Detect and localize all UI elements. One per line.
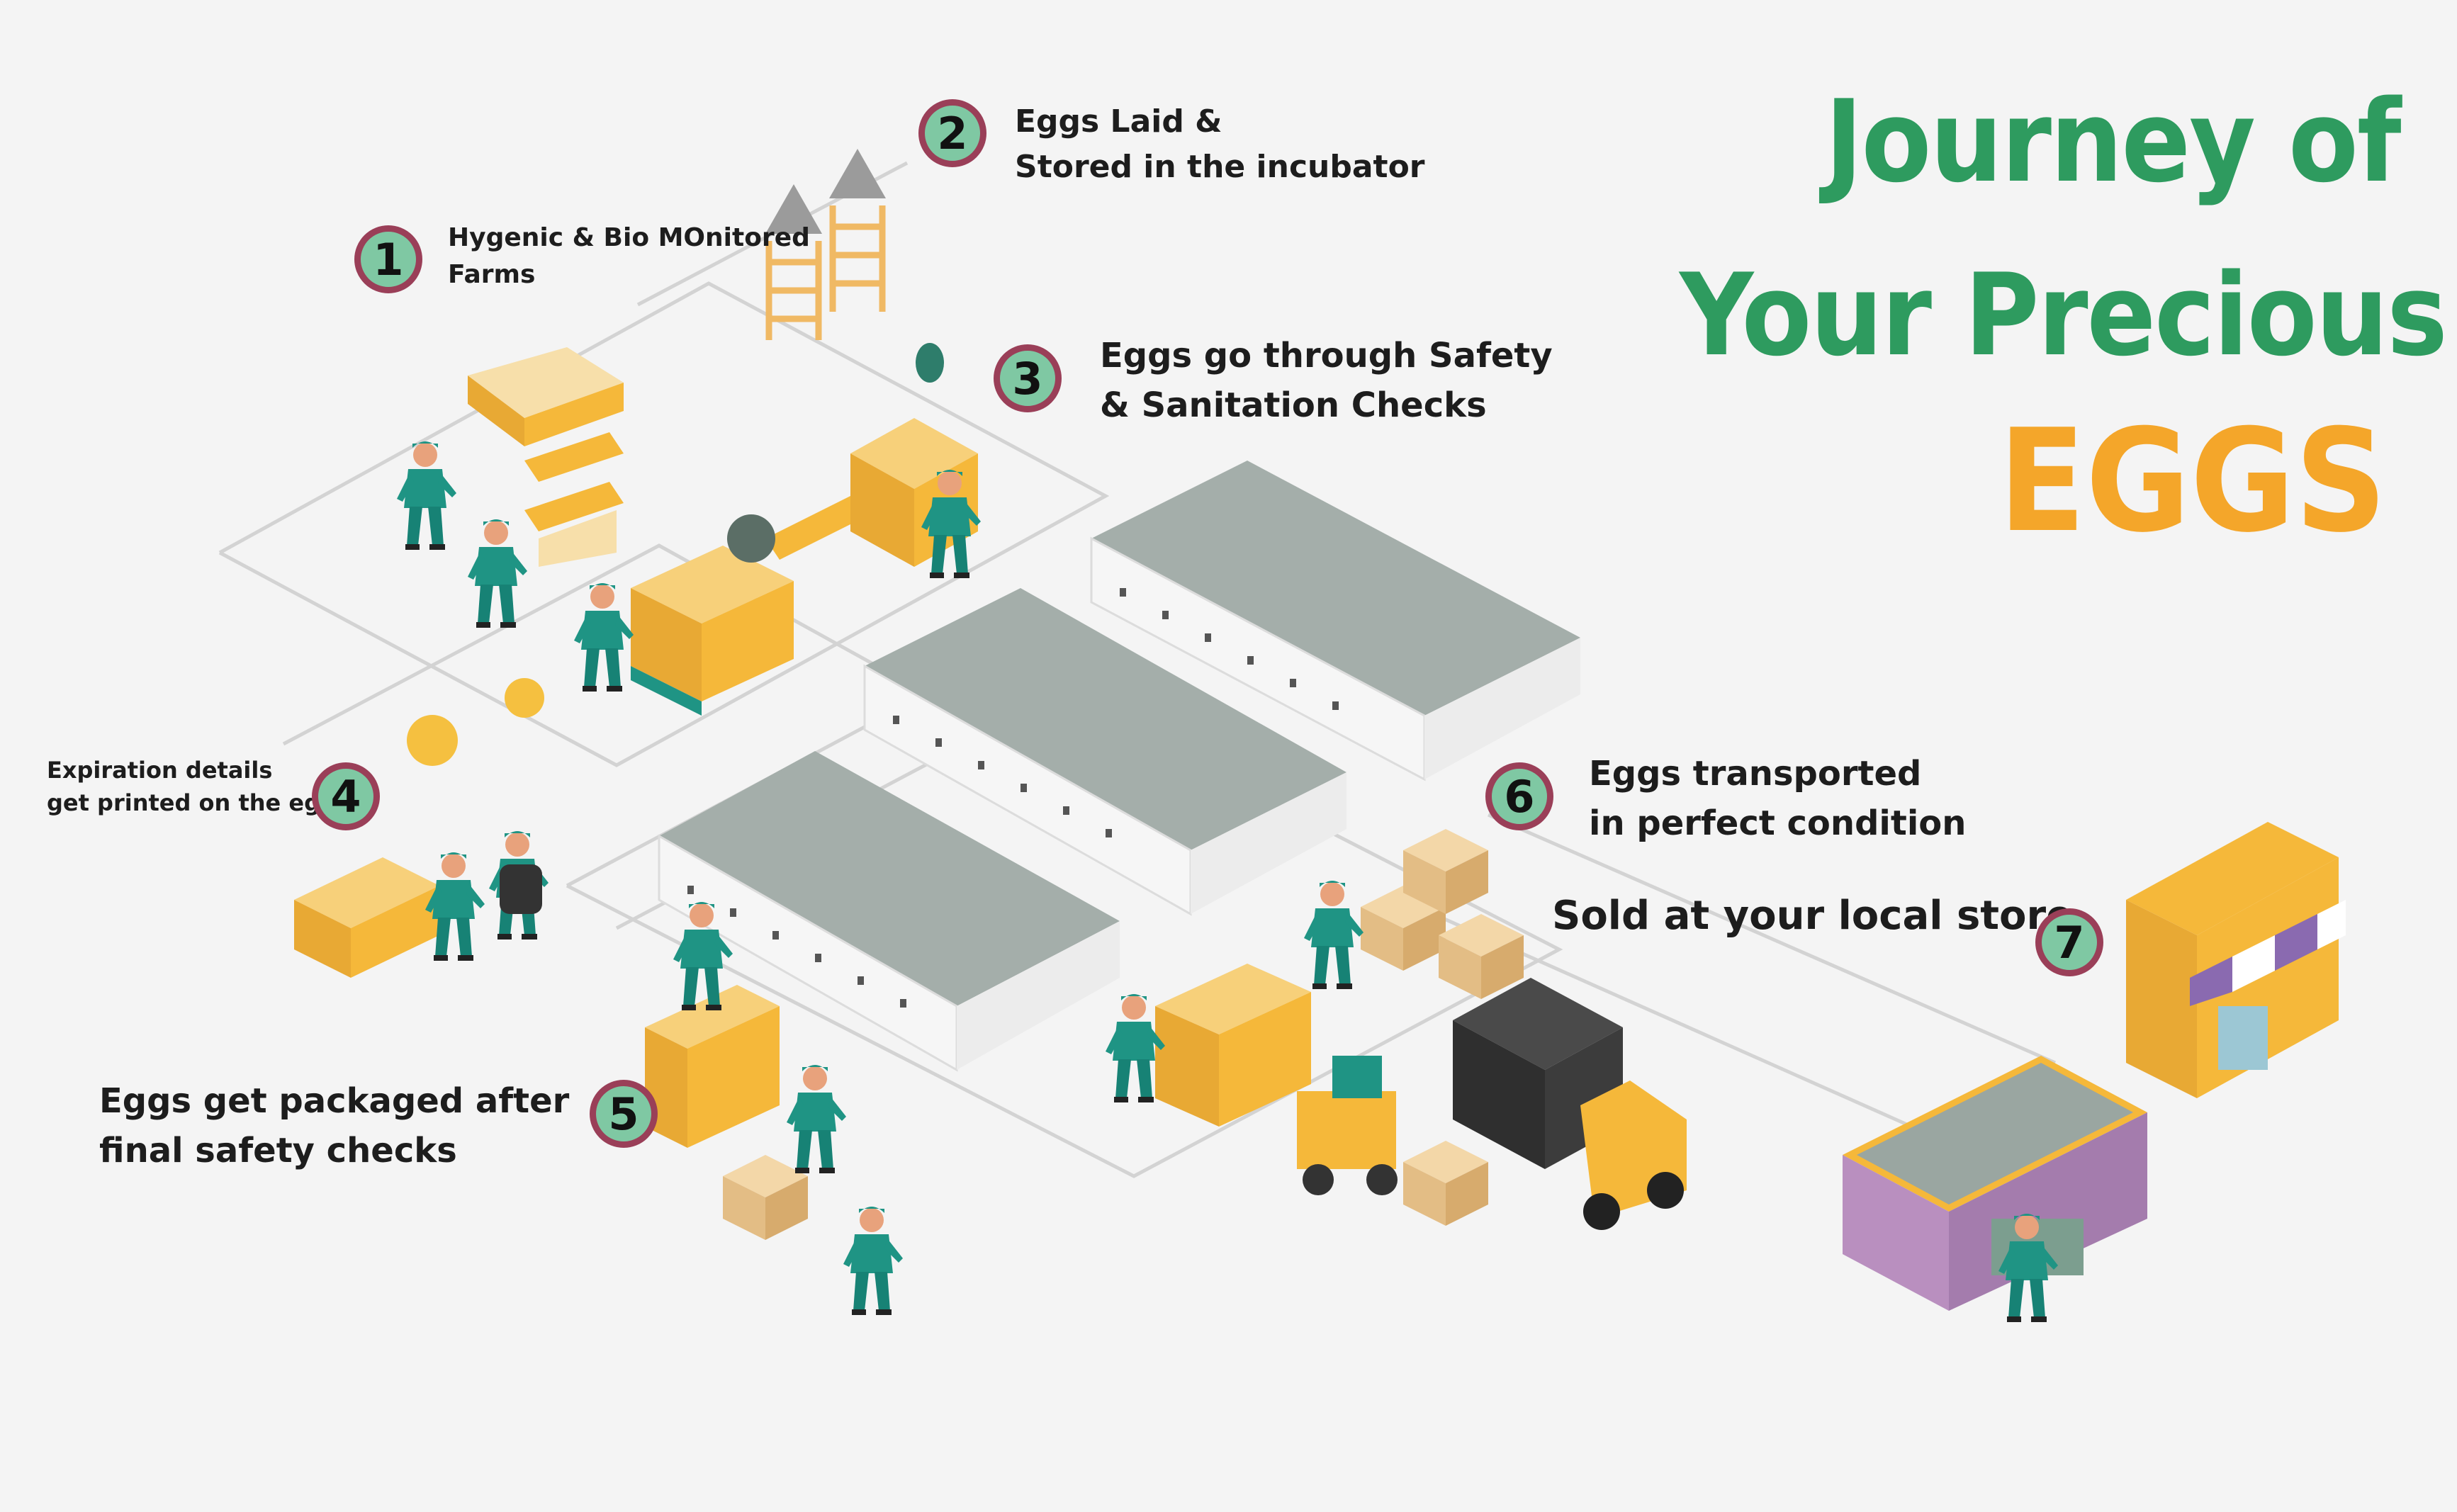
- step-3-badge: 3: [994, 344, 1062, 412]
- step-1-badge: 1: [354, 225, 422, 293]
- warehouses: [658, 461, 1580, 1072]
- step-3-label: Eggs go through Safety & Sanitation Chec…: [1100, 332, 1553, 430]
- local-store: [1843, 822, 2346, 1322]
- incubator-shelves: [765, 149, 886, 340]
- step-7-badge: 7: [2035, 908, 2103, 976]
- transport-area: [1106, 829, 1687, 1230]
- step-4-badge: 4: [312, 762, 380, 830]
- step-6-label: Eggs transported in perfect condition: [1589, 750, 1966, 848]
- step-6-label-line-1: Eggs transported: [1589, 754, 1922, 794]
- title-line-3: EGGS: [1998, 399, 2387, 564]
- step-7-label-line-1: Sold at your local store: [1552, 893, 2074, 939]
- title-line-1: Journey of: [1825, 75, 2401, 208]
- step-1-label: Hygenic & Bio MOnitored Farms: [448, 220, 810, 293]
- step-4-label: Expiration details get printed on the eg…: [47, 754, 350, 820]
- printing-station: [294, 678, 549, 978]
- step-3-label-line-2: & Sanitation Checks: [1100, 385, 1487, 425]
- step-6-label-line-2: in perfect condition: [1589, 803, 1967, 843]
- step-3-label-line-1: Eggs go through Safety: [1100, 336, 1553, 376]
- sanitation-machine: [574, 343, 981, 716]
- step-2-label-line-1: Eggs Laid &: [1015, 103, 1222, 140]
- step-5-label: Eggs get packaged after final safety che…: [99, 1077, 569, 1175]
- farm-egg-crates: [397, 347, 624, 628]
- step-5-label-line-2: final safety checks: [99, 1130, 457, 1170]
- step-5-badge: 5: [590, 1080, 658, 1148]
- step-1-label-line-1: Hygenic & Bio MOnitored: [448, 223, 810, 252]
- step-4-label-line-1: Expiration details: [47, 757, 273, 784]
- step-1-label-line-2: Farms: [448, 260, 536, 290]
- title-line-2: Your Precious: [1680, 249, 2448, 381]
- step-7-label: Sold at your local store: [1552, 887, 2073, 944]
- step-2-badge: 2: [918, 99, 986, 167]
- step-4-label-line-2: get printed on the eggs: [47, 789, 350, 817]
- step-5-label-line-1: Eggs get packaged after: [99, 1081, 570, 1121]
- step-2-label-line-2: Stored in the incubator: [1015, 148, 1425, 185]
- step-2-label: Eggs Laid & Stored in the incubator: [1015, 99, 1425, 190]
- step-6-badge: 6: [1485, 762, 1553, 830]
